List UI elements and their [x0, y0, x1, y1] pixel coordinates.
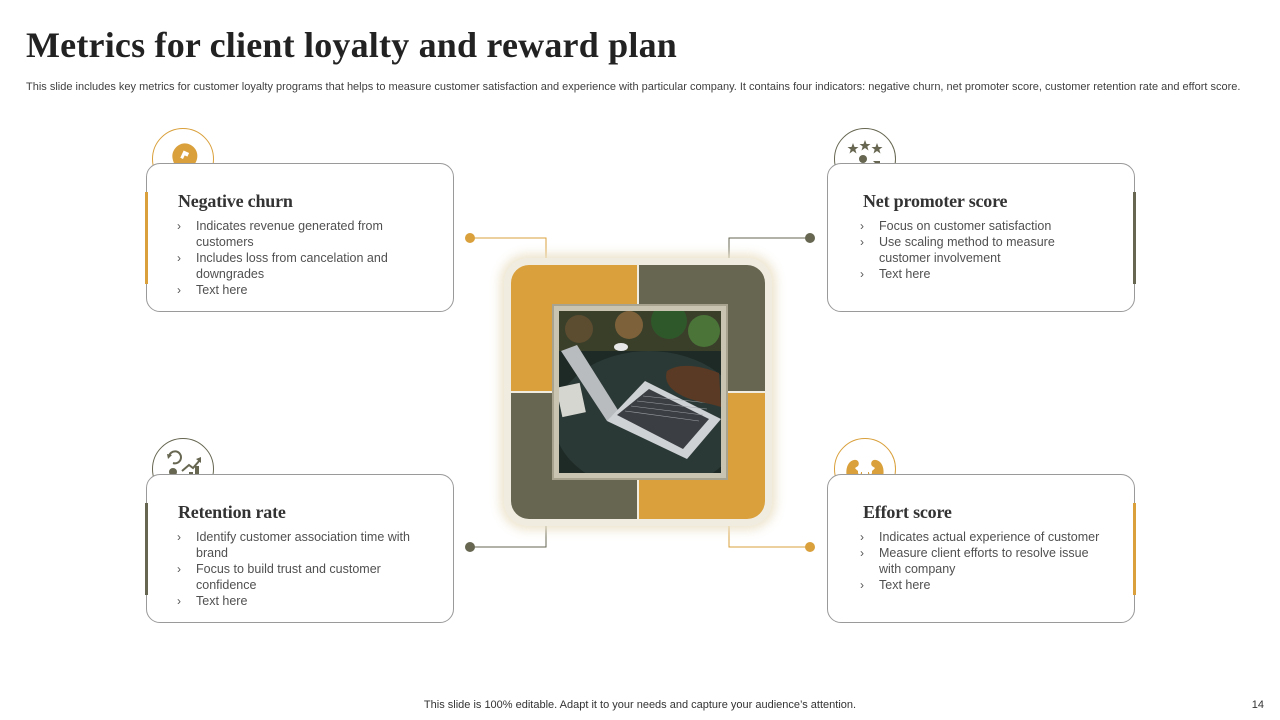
chevron-right-icon: ›: [860, 530, 864, 544]
connector-dot-top-right: [805, 233, 815, 243]
chevron-right-icon: ›: [860, 219, 864, 233]
bullet-item: ›Focus to build trust and customer confi…: [177, 562, 381, 592]
chevron-right-icon: ›: [860, 267, 864, 281]
bullet-item: ›Indicates actual experience of customer: [860, 530, 1100, 544]
chevron-right-icon: ›: [177, 530, 181, 544]
card-bullets: ›Indicates actual experience of customer…: [860, 529, 1100, 593]
slide-footer: This slide is 100% editable. Adapt it to…: [423, 699, 857, 711]
chevron-right-icon: ›: [177, 219, 181, 233]
connector-dot-bottom-right: [805, 542, 815, 552]
card-title: Negative churn: [178, 191, 293, 211]
card-net-promoter-score: Net promoter score ›Focus on customer sa…: [827, 163, 1136, 312]
connector-dot-top-left: [465, 233, 475, 243]
chevron-right-icon: ›: [860, 546, 864, 560]
bullet-item: ›Includes loss from cancelation and down…: [177, 251, 388, 281]
page-number: 14: [1251, 699, 1264, 711]
card-retention-rate: Retention rate ›Identify customer associ…: [145, 474, 454, 623]
chevron-right-icon: ›: [177, 562, 181, 576]
bullet-item: ›Indicates revenue generated from custom…: [177, 219, 383, 249]
chevron-right-icon: ›: [177, 283, 181, 297]
card-negative-churn: Negative churn ›Indicates revenue genera…: [145, 163, 454, 312]
connector-bottom-right: [728, 524, 806, 548]
chevron-right-icon: ›: [860, 235, 864, 249]
bullet-item: ›Text here: [860, 267, 931, 281]
card-bullets: ›Focus on customer satisfaction ›Use sca…: [860, 218, 1100, 282]
card-accent-bar: [1133, 503, 1136, 595]
bullet-item: ›Text here: [177, 594, 248, 608]
card-bullets: ›Indicates revenue generated from custom…: [177, 218, 417, 298]
chevron-right-icon: ›: [860, 578, 864, 592]
connector-top-right: [728, 237, 806, 262]
slide-title: Metrics for client loyalty and reward pl…: [26, 25, 677, 65]
card-title: Net promoter score: [863, 191, 1008, 211]
bullet-item: ›Use scaling method to measure customer …: [860, 235, 1055, 265]
chevron-right-icon: ›: [177, 594, 181, 608]
bullet-item: ›Text here: [860, 578, 931, 592]
laptop-photo: [559, 311, 721, 473]
center-photo-frame: [552, 304, 728, 480]
connector-top-left: [470, 237, 547, 262]
card-title: Retention rate: [178, 502, 286, 522]
slide-subtitle: This slide includes key metrics for cust…: [26, 81, 1241, 93]
bullet-item: ›Text here: [177, 283, 248, 297]
connector-bottom-left: [470, 524, 547, 548]
bullet-item: ›Focus on customer satisfaction: [860, 219, 1052, 233]
card-title: Effort score: [863, 502, 952, 522]
chevron-right-icon: ›: [177, 251, 181, 265]
card-accent-bar: [145, 192, 148, 284]
bullet-item: ›Measure client efforts to resolve issue…: [860, 546, 1089, 576]
connector-dot-bottom-left: [465, 542, 475, 552]
card-accent-bar: [145, 503, 148, 595]
card-accent-bar: [1133, 192, 1136, 284]
bullet-item: ›Identify customer association time with…: [177, 530, 410, 560]
card-effort-score: Effort score ›Indicates actual experienc…: [827, 474, 1136, 623]
card-bullets: ›Identify customer association time with…: [177, 529, 417, 609]
